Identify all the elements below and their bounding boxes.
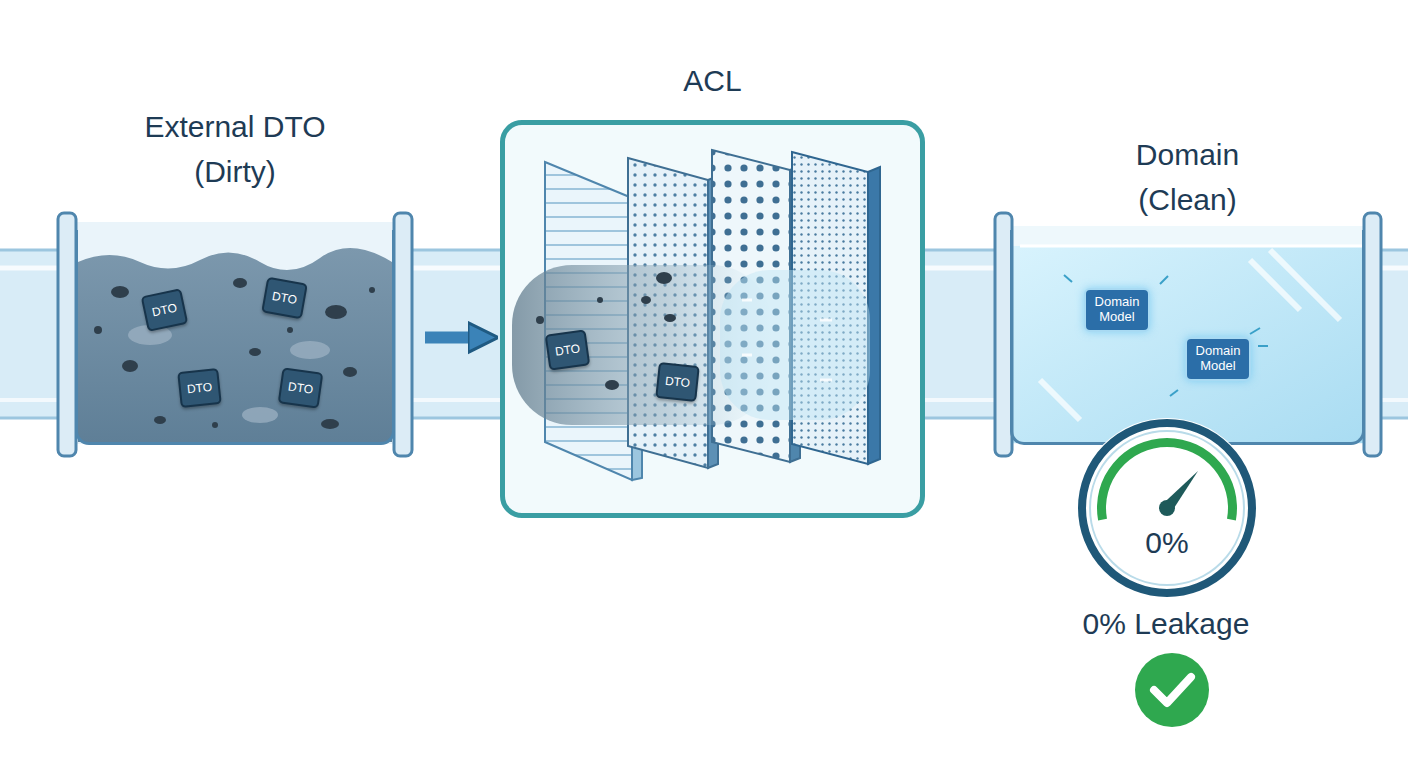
- dirty-tank-part-part: [94, 326, 102, 334]
- gauge-arc: [1097, 438, 1237, 520]
- clean-tank-part-part: [1258, 345, 1268, 347]
- dirty-tank-part-part: [154, 416, 166, 424]
- acl-filter-part-part: [742, 354, 752, 357]
- dirty-tank-part-part: [287, 327, 293, 333]
- gauge-ring: [1082, 423, 1252, 593]
- node-label: DTO: [555, 341, 582, 359]
- node-label: DTO: [151, 300, 179, 319]
- check-mark-part: [1135, 653, 1209, 727]
- acl-filter-part: [502, 122, 923, 516]
- acl-filter-part: [536, 272, 676, 390]
- node-label: Domain Model: [1196, 344, 1241, 374]
- acl-filter-part-part: [820, 379, 832, 382]
- dto-token: DTO: [656, 362, 701, 402]
- dirty-tank-part-part: [343, 367, 357, 377]
- dto-token: DTO: [545, 329, 591, 371]
- node-label: Domain Model: [1095, 295, 1140, 325]
- dirty-tank-part: [76, 222, 394, 444]
- acl-filter-part-part: [536, 316, 544, 324]
- domain-model-box: Domain Model: [1185, 337, 1252, 381]
- section-heading: Domain (Clean): [1095, 132, 1280, 222]
- clean-tank-part-part: [1250, 260, 1300, 310]
- dirty-tank-part: [128, 325, 330, 423]
- clean-tank-part: [1064, 275, 1268, 396]
- leak-gauge: 0%: [1077, 418, 1257, 598]
- clean-tank-part: [1020, 245, 1362, 248]
- dirty-tank-part-part: [290, 341, 330, 359]
- dirty-tank-part-part: [369, 287, 375, 293]
- dirty-tank-part-part: [111, 286, 129, 298]
- gauge-inner-ring: [1090, 431, 1244, 585]
- acl-filter: [502, 122, 923, 516]
- check-mark-part: [1154, 677, 1191, 703]
- flow-arrow: [425, 332, 486, 344]
- section-heading: External DTO (Dirty): [118, 104, 353, 194]
- acl-filter-part-part: [597, 297, 603, 303]
- node-label: DTO: [187, 380, 213, 397]
- dirty-tank-part: [78, 248, 392, 442]
- dirty-tank-part: [394, 213, 412, 456]
- acl-filter-part-part: [820, 319, 832, 322]
- acl-filter-part-part: [664, 314, 676, 322]
- clean-tank: Domain (Clean)Domain ModelDomain Model: [1010, 230, 1365, 445]
- node-label: DTO: [665, 374, 691, 391]
- domain-model-box: Domain Model: [1084, 288, 1151, 332]
- clean-tank-part-part: [1270, 250, 1340, 320]
- clean-tank-part: [1040, 250, 1340, 420]
- gauge-dial: [1077, 418, 1257, 598]
- dirty-tank-part-part: [242, 407, 278, 423]
- acl-filter-part: [720, 270, 870, 420]
- dto-token: DTO: [178, 368, 223, 408]
- section-heading: ACL: [683, 58, 741, 103]
- clean-tank-part-part: [1064, 275, 1072, 282]
- check-mark: [1135, 653, 1209, 727]
- clean-tank-part-part: [1160, 276, 1168, 284]
- clean-tank-part-part: [1170, 390, 1178, 396]
- acl-filter-part-part: [656, 272, 672, 284]
- dirty-tank-part-part: [122, 360, 138, 372]
- dirty-tank-part: [94, 278, 375, 429]
- dirty-tank-part: [58, 213, 76, 456]
- dirty-tank-part-part: [325, 305, 347, 319]
- dto-token: DTO: [141, 288, 189, 332]
- node-label: DTO: [288, 379, 315, 397]
- gauge-hub: [1159, 500, 1175, 516]
- acl-filter-part-part: [605, 380, 619, 390]
- dirty-tank-part-part: [321, 419, 339, 429]
- clean-tank-part: [1012, 226, 1364, 444]
- dirty-tank: [58, 213, 412, 456]
- dirty-tank-part-part: [233, 278, 247, 288]
- dirty-tank: External DTO (Dirty)DTODTODTODTO: [75, 230, 395, 445]
- clean-tank-part: [1012, 246, 1364, 443]
- clean-tank-part-part: [1250, 328, 1260, 334]
- gauge-value: 0%: [1145, 525, 1188, 561]
- dirty-tank-part-part: [212, 422, 218, 428]
- acl-filter-part-part: [641, 296, 651, 304]
- node-label: DTO: [271, 289, 298, 308]
- dto-token: DTO: [278, 367, 324, 409]
- acl-filter-part: [868, 167, 880, 464]
- clean-tank-part-part: [1040, 380, 1080, 420]
- dirty-tank-part-part: [249, 348, 261, 356]
- clean-tank-part: [1364, 213, 1381, 456]
- dto-token: DTO: [262, 277, 309, 320]
- acl-filter-part-part: [742, 299, 752, 302]
- acl-filter-part: [742, 300, 832, 380]
- status-label: 0% Leakage: [1083, 606, 1250, 642]
- acl-box: ACLDTODTO: [500, 120, 925, 518]
